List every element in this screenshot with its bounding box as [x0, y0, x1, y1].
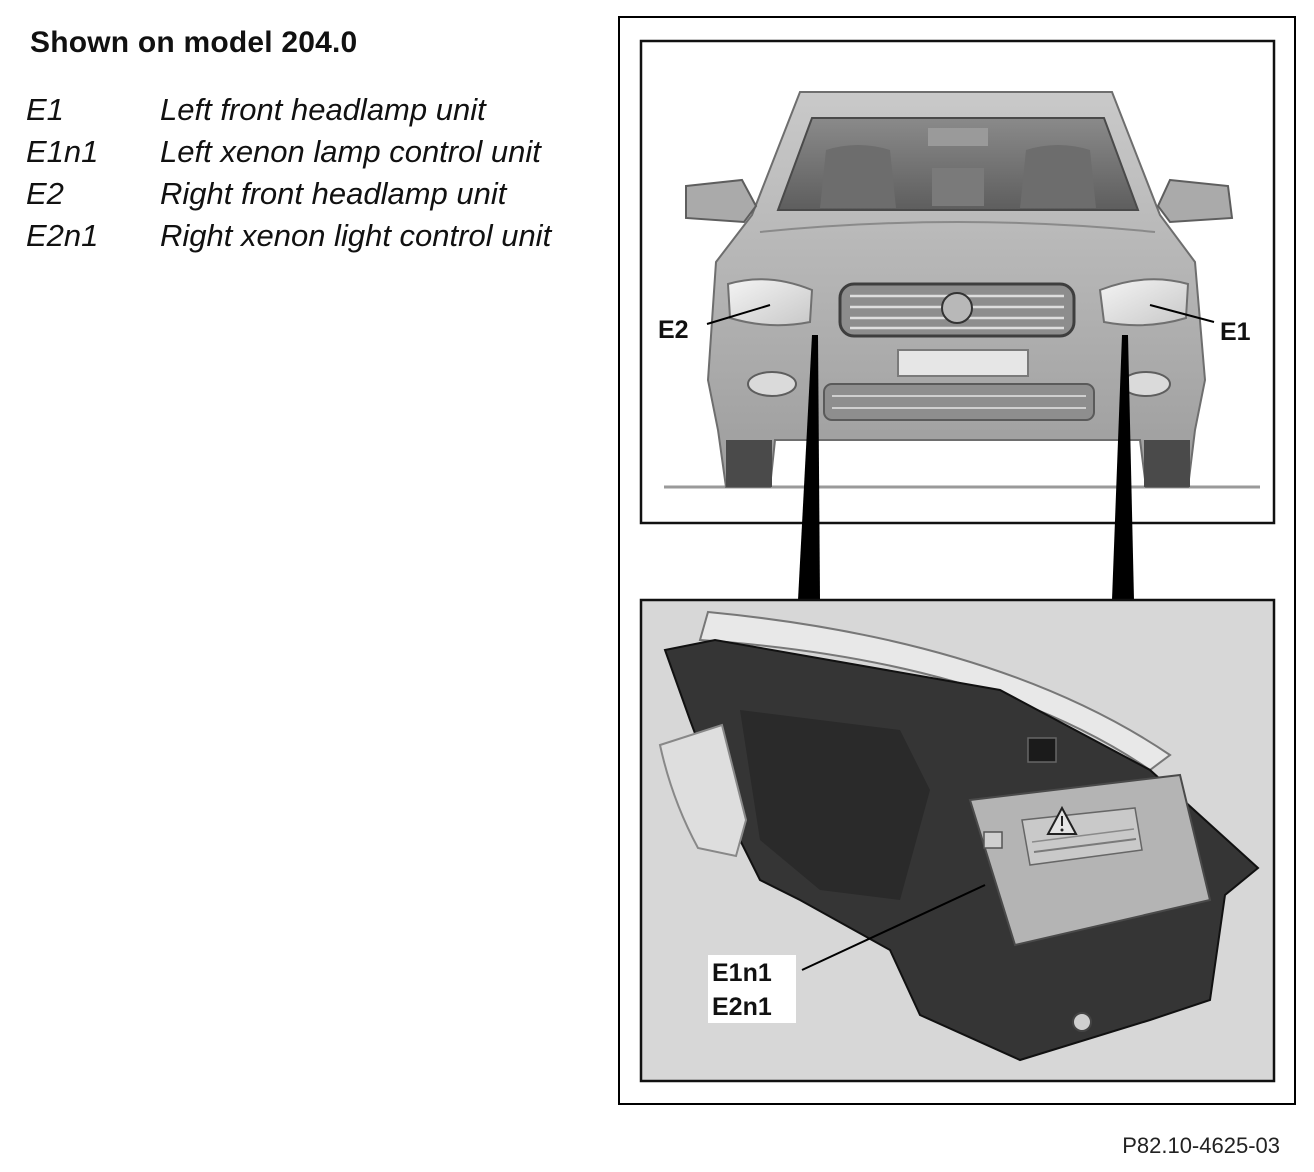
mounting-bracket	[1072, 1012, 1092, 1032]
figure-reference-code: P82.10-4625-03	[1122, 1133, 1280, 1158]
rear-headrest	[932, 168, 984, 206]
headlamp-trim	[698, 610, 1172, 772]
legend-description: Right front headlamp unit	[160, 176, 507, 211]
car-front-view: E2 E1	[639, 39, 1276, 525]
left-seat	[820, 145, 896, 208]
leader-line-e2	[706, 304, 771, 325]
headlamp-e2	[726, 278, 814, 327]
legend-code: E1	[26, 92, 64, 127]
headlamp-e1	[1098, 278, 1190, 327]
leader-line-e1	[1149, 304, 1215, 323]
connector-wedge-right	[1112, 335, 1134, 600]
connector-wedge-left	[798, 335, 820, 600]
left-side-mirror	[685, 178, 758, 224]
callout-e1n1: E1n1	[712, 959, 772, 987]
tyre-left	[726, 440, 772, 487]
callout-e2n1: E2n1	[712, 993, 772, 1021]
page-title: Shown on model 204.0	[30, 26, 358, 59]
lower-air-intake	[823, 383, 1095, 421]
housing-shadow	[740, 710, 930, 900]
fog-lamp-left	[747, 371, 797, 397]
right-seat	[1020, 145, 1096, 208]
brand-emblem-icon	[941, 292, 973, 324]
warning-triangle-icon	[1046, 805, 1078, 835]
rear-view-mirror	[928, 128, 988, 146]
license-plate	[897, 349, 1029, 377]
legend-code: E2n1	[26, 218, 99, 253]
xenon-control-unit	[968, 773, 1212, 947]
legend-code: E2	[26, 176, 64, 211]
legend-code: E1n1	[26, 134, 99, 169]
control-unit-label-plate	[1021, 807, 1143, 866]
connector-socket	[1027, 737, 1057, 763]
headlamp-detail-view: E1n1 E2n1	[639, 598, 1276, 1083]
grille	[838, 282, 1076, 338]
legend-description: Right xenon light control unit	[160, 218, 552, 253]
headlamp-lens	[658, 723, 748, 858]
legend-description: Left front headlamp unit	[160, 92, 486, 127]
leader-line-e1n1-e2n1	[801, 884, 986, 971]
callout-e2: E2	[658, 316, 689, 344]
tyre-right	[1144, 440, 1190, 487]
right-side-mirror	[1156, 178, 1234, 224]
legend-description: Left xenon lamp control unit	[160, 134, 541, 169]
mounting-tab	[983, 831, 1003, 849]
callout-e1: E1	[1220, 318, 1251, 346]
